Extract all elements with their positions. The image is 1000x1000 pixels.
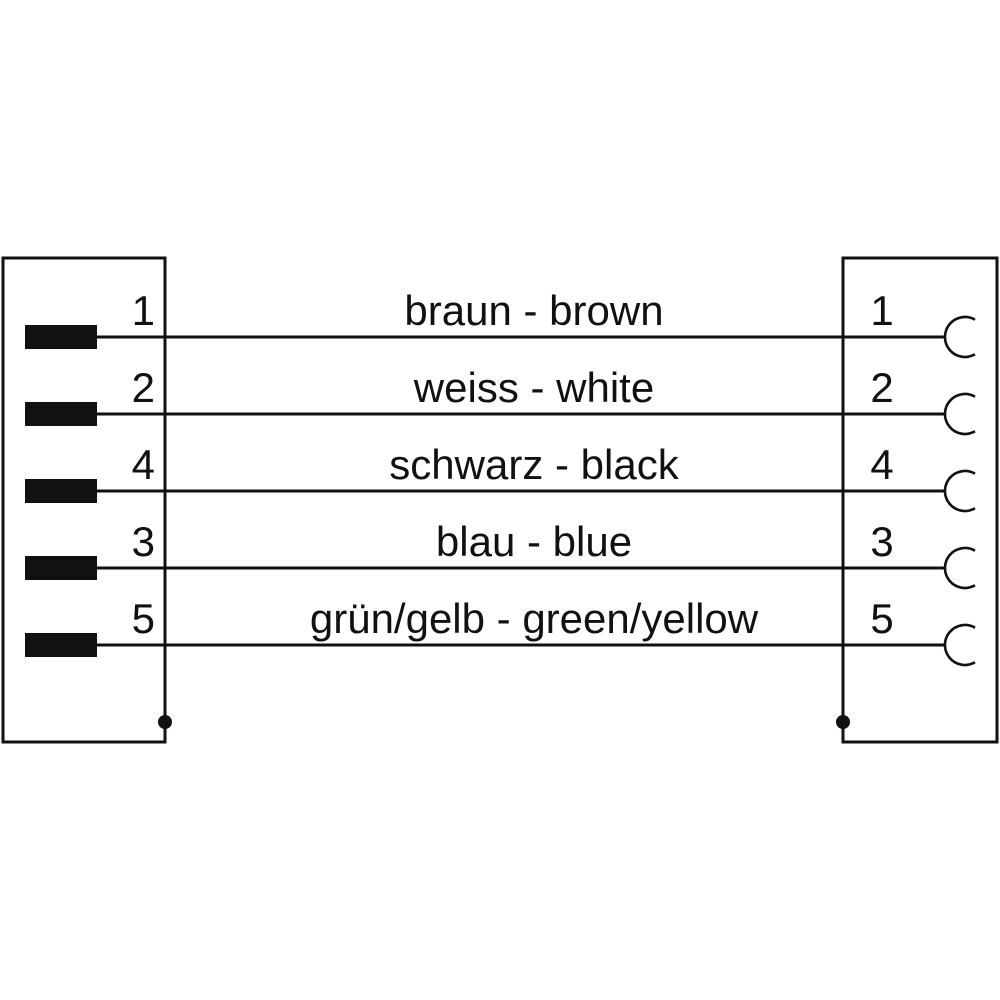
- socket-contact-icon: [943, 315, 976, 359]
- left-pin-number: 1: [131, 287, 155, 334]
- socket-contact-icon: [943, 469, 976, 513]
- pin-blade-icon: [25, 633, 97, 657]
- right-pin-number: 3: [870, 518, 894, 565]
- left-pin-number: 5: [131, 595, 155, 642]
- pin-blade-icon: [25, 556, 97, 580]
- junction-dot-icon: [836, 715, 850, 729]
- pin-blade-icon: [25, 479, 97, 503]
- left-pin-number: 2: [131, 364, 155, 411]
- right-pin-number: 2: [870, 364, 894, 411]
- left-pin-number: 3: [131, 518, 155, 565]
- wire-color-label: grün/gelb - green/yellow: [309, 595, 759, 642]
- wire-color-label: schwarz - black: [389, 441, 679, 488]
- socket-contact-icon: [943, 546, 976, 590]
- right-pin-number: 5: [870, 595, 894, 642]
- wire-color-label: weiss - white: [413, 364, 655, 411]
- left-pin-number: 4: [131, 441, 155, 488]
- pin-blade-icon: [25, 325, 97, 349]
- wire-color-label: blau - blue: [435, 518, 633, 565]
- wire-color-label: braun - brown: [404, 287, 664, 334]
- right-pin-number: 1: [870, 287, 894, 334]
- right-pin-number: 4: [870, 441, 894, 488]
- right-connector-body: [841, 256, 999, 744]
- junction-dot-icon: [158, 715, 172, 729]
- socket-contact-icon: [943, 392, 976, 436]
- socket-contact-icon: [943, 623, 976, 667]
- pin-blade-icon: [25, 402, 97, 426]
